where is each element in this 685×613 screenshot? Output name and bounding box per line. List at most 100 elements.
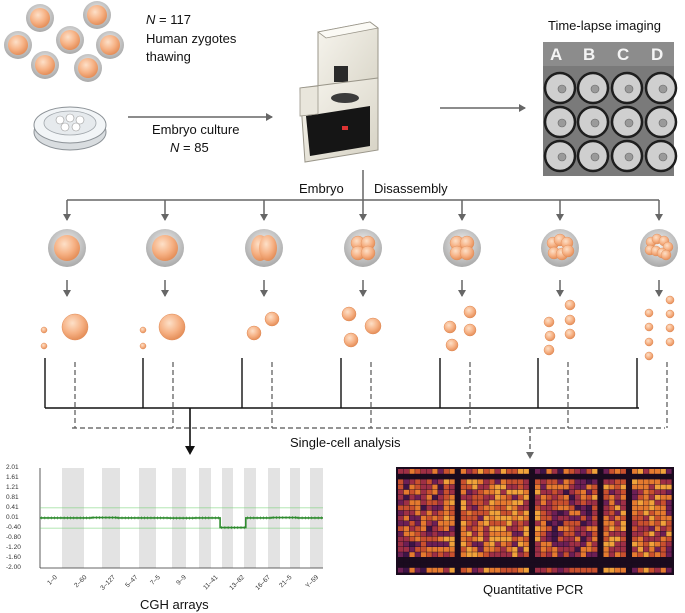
heatmap-cell — [552, 500, 558, 505]
heatmap-cell — [523, 536, 529, 542]
heatmap-cell — [409, 531, 415, 537]
single-cell — [139, 326, 147, 334]
heatmap-cell — [529, 547, 535, 552]
heatmap-cell — [580, 469, 586, 474]
cgh-title: CGH arrays — [140, 597, 209, 612]
single-cell — [665, 309, 675, 319]
single-cell — [543, 316, 555, 328]
heatmap-cell — [632, 562, 638, 568]
heatmap-cell — [489, 489, 495, 495]
heatmap-cell — [489, 469, 495, 474]
heatmap-cell — [460, 505, 467, 511]
heatmap-cell — [592, 536, 598, 542]
cgh-trace — [40, 516, 323, 529]
heatmap-cell — [586, 562, 592, 568]
heatmap-cell — [643, 567, 649, 573]
heatmap-cell — [574, 526, 581, 531]
heatmap-cell — [443, 526, 449, 531]
heatmap-cell — [580, 479, 586, 485]
heatmap-cell — [449, 474, 455, 479]
heatmap-cell — [563, 505, 569, 511]
heatmap-cell — [649, 500, 655, 505]
heatmap-cell — [415, 536, 421, 542]
heatmap-cell — [432, 505, 438, 511]
heatmap-cell — [489, 541, 495, 547]
heatmap-cell — [540, 567, 547, 573]
embryo-stage-icon — [640, 229, 678, 267]
heatmap-cell — [512, 515, 518, 521]
heatmap-cell — [609, 562, 615, 568]
heatmap-cell — [426, 531, 432, 537]
heatmap-cell — [563, 547, 569, 552]
heatmap-cell — [597, 505, 604, 511]
heatmap-cell — [443, 536, 449, 542]
heatmap-cell — [443, 521, 449, 526]
heatmap-cell — [398, 489, 404, 495]
heatmap-cell — [477, 531, 484, 537]
heatmap-cell — [495, 526, 501, 531]
heatmap-cell — [420, 474, 427, 479]
heatmap-cell — [398, 557, 404, 563]
heatmap-cell — [626, 521, 632, 526]
analysis-connectors — [44, 358, 668, 459]
heatmap-cell — [517, 567, 524, 573]
heatmap-cell — [597, 557, 604, 563]
heatmap-cell — [506, 526, 512, 531]
heatmap-cell — [466, 489, 472, 495]
heatmap-cell — [666, 510, 672, 516]
heatmap-cell — [483, 531, 489, 537]
heatmap-cell — [517, 510, 524, 516]
heatmap-cell — [632, 505, 638, 511]
heatmap-cell — [574, 505, 581, 511]
heatmap-cell — [609, 557, 615, 563]
heatmap-cell — [483, 521, 489, 526]
heatmap-cell — [495, 505, 501, 511]
heatmap-cell — [666, 541, 672, 547]
heatmap-cell — [666, 557, 672, 563]
heatmap-cell — [637, 547, 644, 552]
heatmap-cell — [489, 479, 495, 485]
heatmap-cell — [649, 489, 655, 495]
heatmap-cell — [415, 484, 421, 490]
heatmap-cell — [489, 552, 495, 557]
heatmap-cell — [614, 567, 621, 573]
single-cell — [665, 295, 675, 305]
heatmap-cell — [620, 557, 626, 563]
heatmap-cell — [449, 536, 455, 542]
heatmap-cell — [477, 505, 484, 511]
heatmap-cell — [472, 505, 478, 511]
heatmap-cell — [415, 557, 421, 563]
heatmap-cell — [483, 557, 489, 563]
heatmap-cell — [609, 469, 615, 474]
heatmap-cell — [580, 505, 586, 511]
heatmap-cell — [569, 474, 575, 479]
heatmap-cell — [620, 505, 626, 511]
heatmap-cell — [597, 479, 604, 485]
heatmap-cell — [420, 484, 427, 490]
heatmap-cell — [603, 526, 609, 531]
heatmap-cell — [449, 489, 455, 495]
heatmap-cell — [643, 474, 649, 479]
heatmap-cell — [466, 521, 472, 526]
heatmap-cell — [506, 536, 512, 542]
heatmap-cell — [449, 515, 455, 521]
heatmap-cell — [592, 552, 598, 557]
heatmap-cell — [415, 469, 421, 474]
heatmap-cell — [586, 505, 592, 511]
heatmap-cell — [597, 500, 604, 505]
heatmap-cell — [426, 557, 432, 563]
heatmap-cell — [620, 510, 626, 516]
heatmap-cell — [614, 562, 621, 568]
heatmap-cell — [666, 505, 672, 511]
heatmap-cell — [443, 541, 449, 547]
heatmap-cell — [529, 536, 535, 542]
heatmap-cell — [574, 515, 581, 521]
heatmap-cell — [546, 495, 552, 500]
heatmap-cell — [649, 515, 655, 521]
single-cell — [564, 314, 576, 326]
heatmap-cell — [403, 484, 410, 490]
heatmap-cell — [489, 495, 495, 500]
heatmap-cell — [654, 474, 661, 479]
heatmap-cell — [483, 510, 489, 516]
heatmap-cell — [443, 495, 449, 500]
